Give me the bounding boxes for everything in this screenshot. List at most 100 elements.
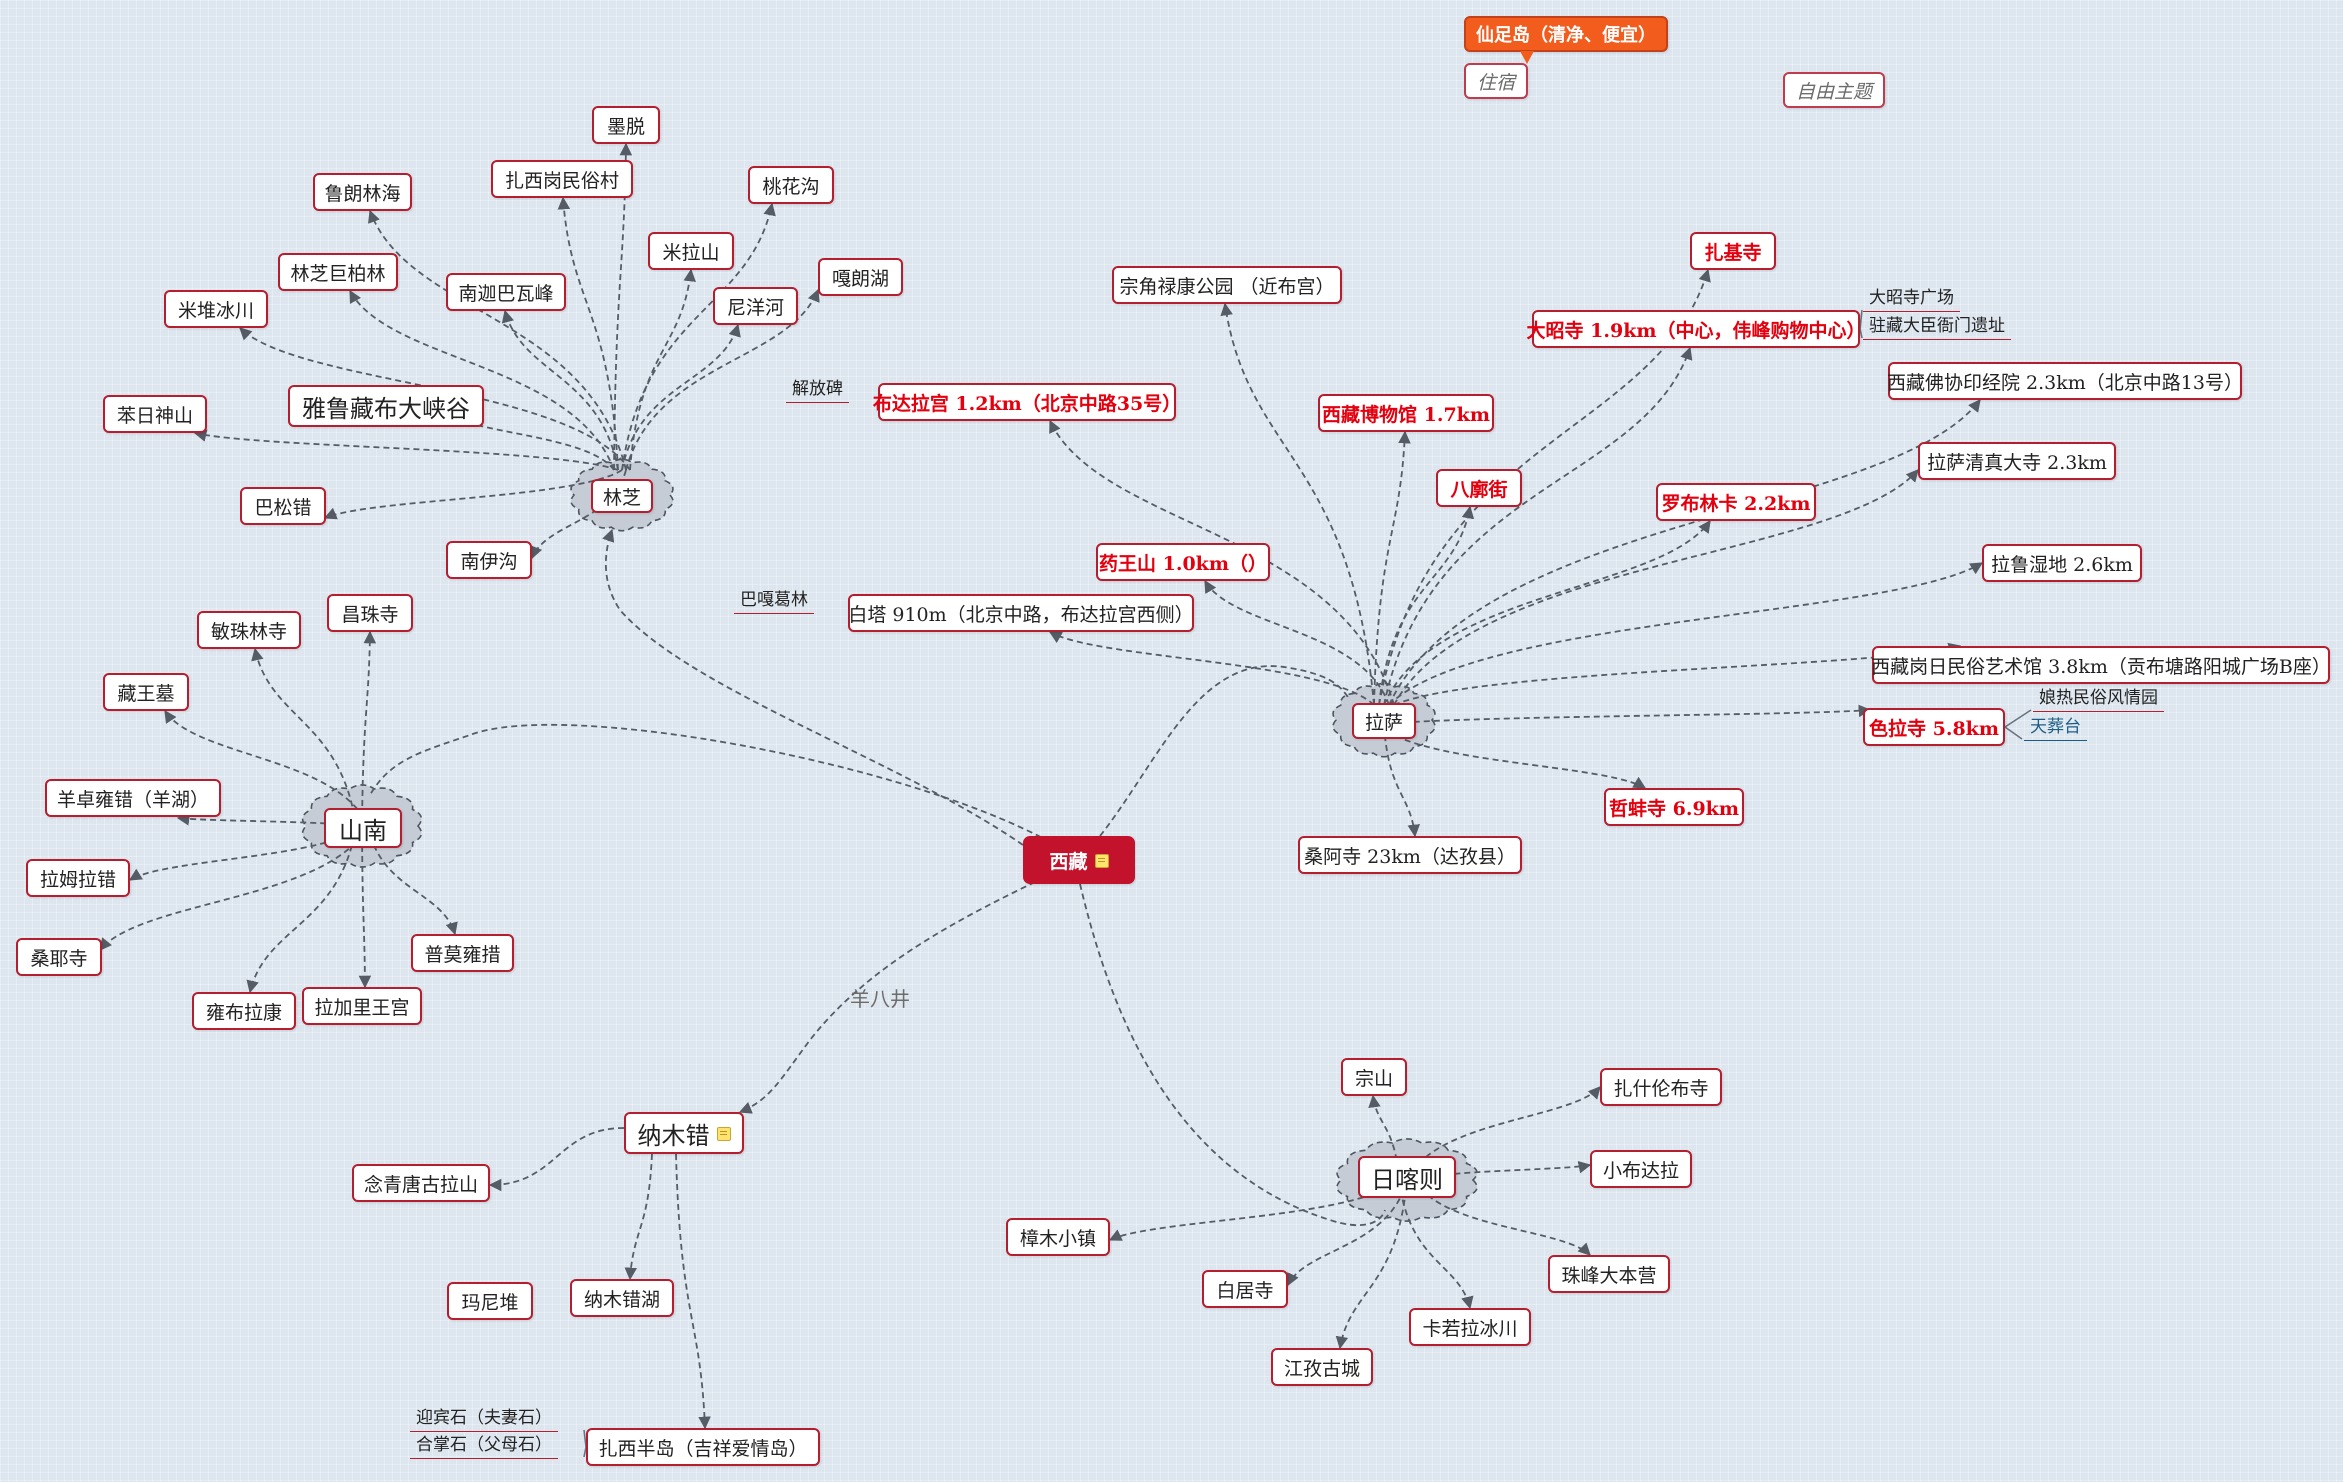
node-dazhaosi[interactable]: 大昭寺 1.9km（中心，伟峰购物中心） [1527,310,1865,348]
link-dazhao-sub-1 [1859,328,1863,339]
node-jubolin[interactable]: 林芝巨柏林 [278,253,398,291]
link-zhaxi-sub-1 [583,1446,587,1458]
edge-lhasa-10 [1373,704,1872,726]
node-nanjiabawa[interactable]: 南迦巴瓦峰 [446,273,566,311]
node-changzhusi[interactable]: 昌珠寺 [327,594,413,632]
node-benrishenshan[interactable]: 苯日神山 [103,395,207,433]
edge-rikaze-4 [1287,1179,1408,1287]
node-milashan[interactable]: 米拉山 [648,232,734,270]
root-topic-xizang[interactable]: 西藏 [1023,836,1135,884]
cluster-shannan[interactable]: 山南 [324,808,402,848]
node-baita[interactable]: 白塔 910m（北京中路，布达拉宫西侧） [848,594,1194,632]
node-zangwangmu[interactable]: 藏王墓 [103,673,189,711]
node-xizang-museum[interactable]: 西藏博物馆 1.7km [1318,394,1494,432]
node-manidui[interactable]: 玛尼堆 [447,1282,533,1320]
edge-linzhi-4 [629,268,696,471]
edge-linzhi-6 [501,309,619,471]
node-yarlung-canyon[interactable]: 雅鲁藏布大峡谷 [288,385,484,427]
cluster-linzhi[interactable]: 林芝 [591,479,653,513]
callout-xianzudao[interactable]: 仙足岛（清净、便宜） [1464,16,1668,52]
subnode-niangre[interactable]: 娘热民俗风情园 [2033,686,2164,712]
node-zhaxi-peninsula[interactable]: 扎西半岛（吉祥爱情岛） [586,1428,820,1466]
node-namtso-lake[interactable]: 纳木错湖 [570,1279,674,1317]
node-zongshan[interactable]: 宗山 [1341,1058,1407,1096]
node-nyenchen-tanglha[interactable]: 念青唐古拉山 [352,1164,490,1202]
edge-shannan-5 [99,825,369,951]
edge-label-yangbajing: 羊八井 [850,987,910,1011]
node-tashilhunpo[interactable]: 扎什伦布寺 [1600,1068,1722,1106]
node-gangri-museum[interactable]: 西藏岗日民俗艺术馆 3.8km（贡布塘路阳城广场B座） [1871,646,2331,684]
node-xiaobudala[interactable]: 小布达拉 [1590,1150,1692,1188]
edge-linzhi-12 [323,469,623,520]
node-everest-basecamp[interactable]: 珠峰大本营 [1548,1255,1670,1293]
node-pumoyongcuo[interactable]: 普莫雍措 [411,934,514,972]
node-zhaxigang[interactable]: 扎西岗民俗村 [491,160,633,198]
node-lamulacuo[interactable]: 拉姆拉错 [26,859,130,897]
edge-lhasa-14 [1049,419,1395,706]
callout-label: 仙足岛（清净、便宜） [1476,25,1656,46]
node-yongbulakang[interactable]: 雍布拉康 [192,992,296,1030]
callout-tail [1520,51,1534,64]
subnode-tianzangtai[interactable]: 天葬台 [2024,715,2087,741]
subnode-dazhao-square[interactable]: 大昭寺广场 [1863,286,1960,312]
edge-namtso-2 [675,1153,711,1430]
cluster-namtso[interactable]: 纳木错 [624,1112,744,1154]
free-topic-generic[interactable]: 自由主题 [1783,72,1885,108]
node-baijusi[interactable]: 白居寺 [1202,1270,1288,1308]
node-yaowangshan[interactable]: 药王山 1.0km（） [1096,543,1270,581]
edge-rikaze-7 [1335,1179,1408,1350]
node-zhajisi[interactable]: 扎基寺 [1690,232,1776,270]
edge-lhasa-6 [1378,505,1475,706]
node-karola-glacier[interactable]: 卡若拉冰川 [1409,1308,1531,1346]
node-lulang[interactable]: 鲁朗林海 [313,173,412,211]
node-sanganansi[interactable]: 桑阿寺 23km（达孜县） [1298,836,1522,874]
edge-linzhi-1 [557,196,619,471]
node-luobulinka[interactable]: 罗布林卡 2.2km [1656,483,1816,521]
node-taohuagou[interactable]: 桃花沟 [748,166,834,204]
subnode-zhuzang-yamen[interactable]: 驻藏大臣衙门遗址 [1863,314,2011,340]
edge-lhasa-15 [1048,631,1375,706]
node-sangyesi[interactable]: 桑耶寺 [16,938,102,976]
node-zongjiaolukang[interactable]: 宗角禄康公园 （近布宫） [1112,266,1342,304]
edge-linzhi-8 [625,288,820,471]
link-sela-sub-0 [2004,709,2032,728]
link-zhaxi-sub-0 [583,1429,587,1448]
node-nanyigou[interactable]: 南伊沟 [446,541,532,579]
node-lajialiwanggong[interactable]: 拉加里王宫 [302,987,422,1025]
subnode-bagagelin[interactable]: 巴嘎葛林 [734,588,814,614]
edge-linzhi-11 [193,429,619,471]
note-icon[interactable] [1094,854,1109,868]
node-yinjingyuan[interactable]: 西藏佛协印经院 2.3km（北京中路13号） [1887,362,2243,400]
edge-lhasa-7 [1383,519,1711,706]
subnode-hezhangshi[interactable]: 合掌石（父母石） [410,1433,558,1459]
cluster-rikaze[interactable]: 日喀则 [1358,1156,1456,1198]
node-yamdrok[interactable]: 羊卓雍错（羊湖） [45,779,221,817]
edge-linzhi-5 [349,289,615,471]
node-selasi[interactable]: 色拉寺 5.8km [1863,708,2005,746]
node-jiangzi[interactable]: 江孜古城 [1271,1348,1373,1386]
node-budalagong[interactable]: 布达拉宫 1.2km（北京中路35号） [873,383,1181,421]
edge-root-namtso [738,859,1081,1114]
edge-root-shannan [369,723,1051,843]
note-icon[interactable] [716,1127,731,1141]
node-miduibingchuan[interactable]: 米堆冰川 [164,290,268,328]
node-bakuojie[interactable]: 八廓街 [1436,469,1522,507]
edge-linzhi-2 [621,202,776,471]
edge-lhasa-12 [1383,724,1421,838]
node-lalushidi[interactable]: 拉鲁湿地 2.6km [1982,544,2142,582]
subnode-yingbinshi[interactable]: 迎宾石（夫妻石） [410,1406,558,1432]
node-galanghu[interactable]: 嘎朗湖 [818,258,903,296]
cluster-lhasa[interactable]: 拉萨 [1352,703,1416,739]
root-topic-label: 西藏 [1049,850,1088,873]
node-niyanghe[interactable]: 尼洋河 [713,287,798,325]
node-motuo[interactable]: 墨脱 [592,106,660,144]
edge-shannan-1 [361,630,377,827]
node-zhebangsi[interactable]: 哲蚌寺 6.9km [1604,788,1744,826]
node-minzhulinsi[interactable]: 敏珠林寺 [197,611,301,649]
subnode-jiefangbei[interactable]: 解放碑 [786,377,849,403]
node-basongcuo[interactable]: 巴松错 [240,487,326,525]
free-topic-lodging[interactable]: 住宿 [1464,63,1528,99]
node-qingzhendasi[interactable]: 拉萨清真大寺 2.3km [1918,442,2116,480]
node-zhangmu[interactable]: 樟木小镇 [1006,1218,1110,1256]
edge-lhasa-5 [1373,430,1411,706]
